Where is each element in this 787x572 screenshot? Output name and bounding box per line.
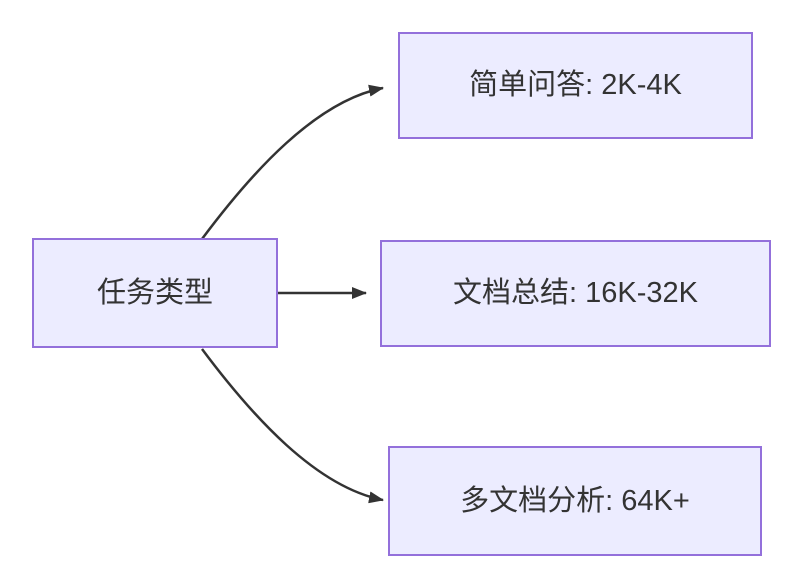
node-task-type: 任务类型 — [32, 238, 278, 348]
edge-to-simple-qa — [200, 84, 384, 240]
node-multi-doc: 多文档分析: 64K+ — [388, 446, 762, 556]
node-doc-summary-label: 文档总结: 16K-32K — [453, 277, 698, 310]
edge-to-multi-doc — [200, 348, 384, 504]
node-task-type-label: 任务类型 — [96, 276, 213, 309]
node-multi-doc-label: 多文档分析: 64K+ — [460, 484, 690, 517]
node-simple-qa: 简单问答: 2K-4K — [398, 32, 753, 139]
node-doc-summary: 文档总结: 16K-32K — [380, 240, 771, 347]
node-simple-qa-label: 简单问答: 2K-4K — [469, 69, 682, 102]
